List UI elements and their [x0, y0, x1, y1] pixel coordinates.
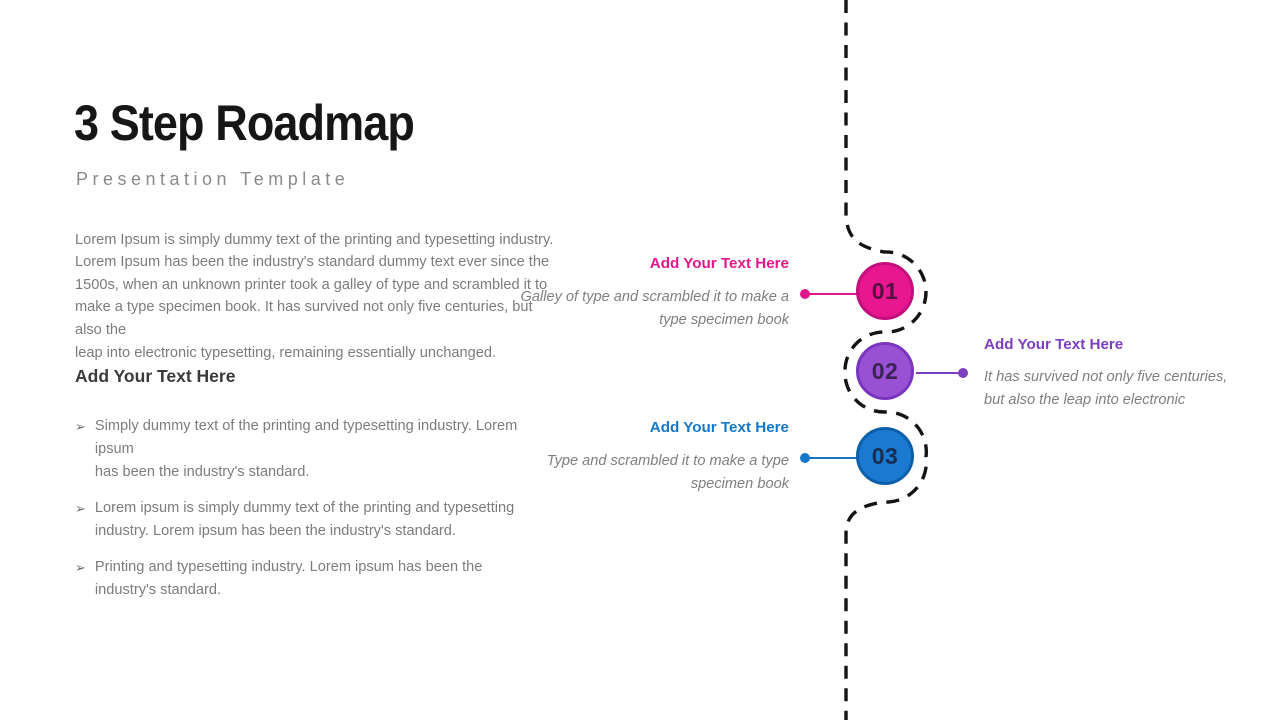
list-item: ➢ Lorem ipsum is simply dummy text of th…: [75, 497, 555, 543]
step-1-connector-line: [808, 293, 858, 295]
page-subtitle: Presentation Template: [76, 169, 350, 189]
step-1-label: Add Your Text Here: [649, 255, 789, 272]
intro-paragraph: Lorem Ipsum is simply dummy text of the …: [75, 231, 554, 361]
list-item-text: Lorem ipsum is simply dummy text of the …: [94, 500, 515, 539]
list-item: ➢ Printing and typesetting industry. Lor…: [75, 556, 555, 602]
arrow-bullet-icon: ➢: [75, 501, 86, 516]
list-item: ➢ Simply dummy text of the printing and …: [75, 415, 555, 484]
step-2-label: Add Your Text Here: [984, 336, 1124, 353]
step-1-description: Galley of type and scrambled it to make …: [520, 289, 790, 328]
section-heading: Add Your Text Here: [75, 366, 236, 386]
step-3-label: Add Your Text Here: [649, 419, 789, 436]
arrow-bullet-icon: ➢: [75, 560, 86, 575]
step-3-connector-line: [808, 457, 858, 459]
list-item-text: Printing and typesetting industry. Lorem…: [94, 559, 483, 598]
step-1-circle: 01: [856, 262, 914, 320]
step-2-connector-dot: [958, 368, 968, 378]
list-item-text: Simply dummy text of the printing and ty…: [94, 418, 518, 480]
step-1-connector-dot: [800, 289, 810, 299]
arrow-bullet-icon: ➢: [75, 419, 86, 434]
step-3-circle: 03: [856, 427, 914, 485]
bullet-list: ➢ Simply dummy text of the printing and …: [75, 415, 555, 615]
step-3-connector-dot: [800, 453, 810, 463]
step-2-connector-line: [916, 372, 960, 374]
step-2-circle: 02: [856, 342, 914, 400]
step-2-number: 02: [871, 357, 899, 384]
step-3-number: 03: [871, 442, 899, 469]
step-3-description: Type and scrambled it to make a type spe…: [546, 453, 789, 492]
step-1-number: 01: [871, 277, 899, 304]
page-title: 3 Step Roadmap: [74, 95, 415, 151]
step-2-description: It has survived not only five centuries,…: [984, 369, 1228, 408]
